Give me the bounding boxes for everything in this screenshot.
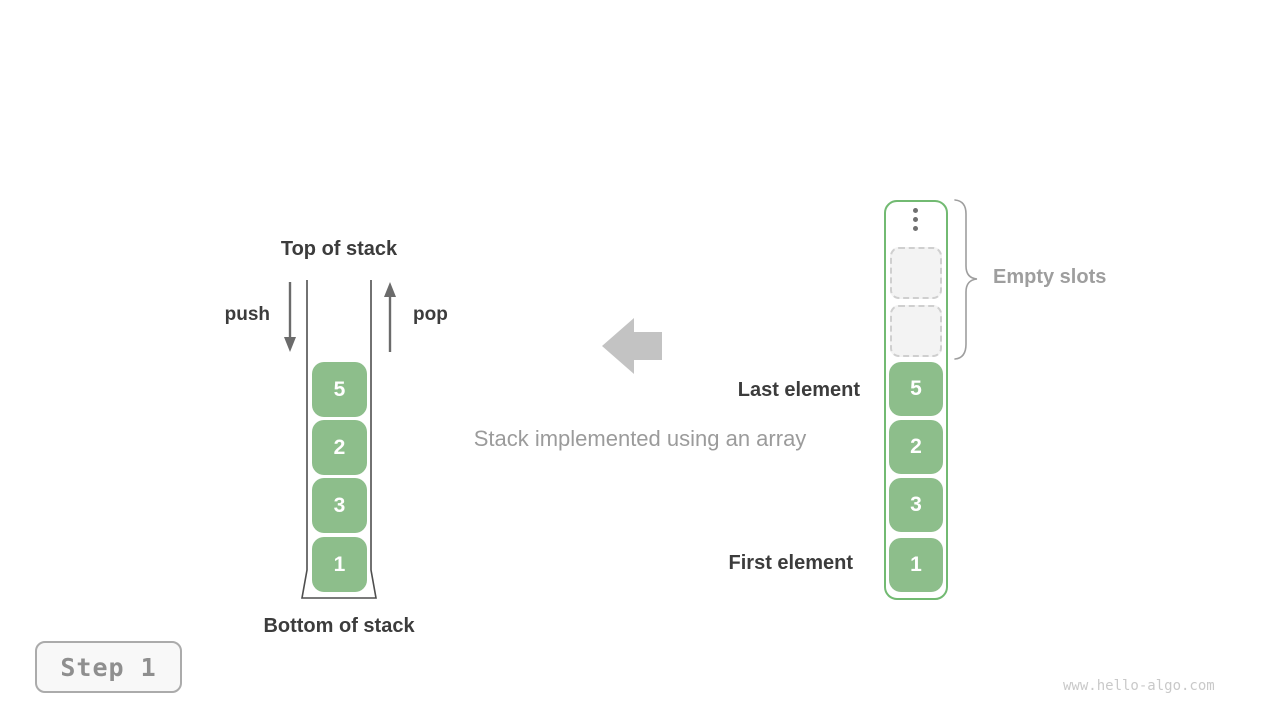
push-arrow-down-icon xyxy=(284,282,296,352)
empty-slots-label: Empty slots xyxy=(993,266,1107,288)
stack-cell: 3 xyxy=(312,478,367,533)
stack-cell: 1 xyxy=(312,537,367,592)
empty-slot xyxy=(890,305,942,357)
array-cell: 3 xyxy=(889,478,943,532)
array-cell: 5 xyxy=(889,362,943,416)
watermark-text: www.hello-algo.com xyxy=(1063,678,1215,694)
empty-slot xyxy=(890,247,942,299)
top-of-stack-label: Top of stack xyxy=(280,238,398,260)
last-element-label: Last element xyxy=(737,379,860,401)
stack-container-outline xyxy=(301,280,377,599)
step-badge: Step 1 xyxy=(35,641,182,693)
pop-label: pop xyxy=(413,304,448,325)
stack-cell: 5 xyxy=(312,362,367,417)
array-cell: 1 xyxy=(889,538,943,592)
left-block-arrow-icon xyxy=(602,318,662,374)
curly-brace-icon xyxy=(954,199,978,360)
bottom-of-stack-label: Bottom of stack xyxy=(263,615,415,637)
vertical-ellipsis-icon xyxy=(913,208,918,231)
stack-cell: 2 xyxy=(312,420,367,475)
array-cell: 2 xyxy=(889,420,943,474)
diagram-caption: Stack implemented using an array xyxy=(473,426,807,451)
push-label: push xyxy=(224,304,270,325)
pop-arrow-up-icon xyxy=(384,282,396,352)
step-badge-label: Step 1 xyxy=(60,652,157,682)
first-element-label: First element xyxy=(728,552,853,574)
